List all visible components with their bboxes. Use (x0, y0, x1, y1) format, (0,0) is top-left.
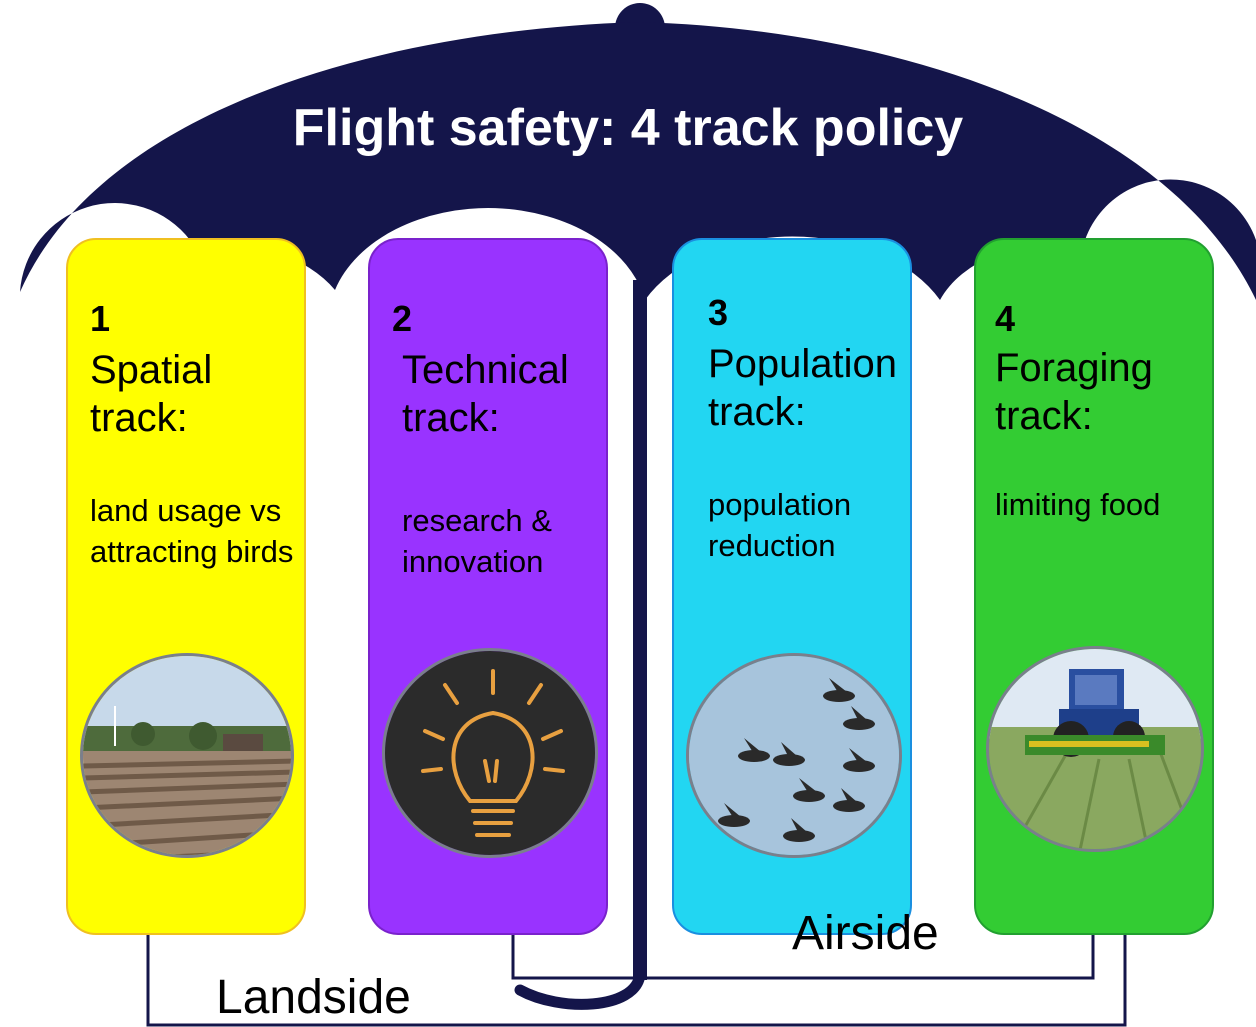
track-heading: Foraging track: (995, 346, 1153, 438)
flying-geese-photo (686, 653, 902, 858)
track-heading: Technical track: (402, 348, 569, 440)
track-description: research & innovation (402, 503, 552, 579)
diagram-title: Flight safety: 4 track policy (292, 99, 964, 157)
track-card-technical: 2 Technical track: research & innovation (368, 238, 608, 935)
airside-label: Airside (792, 907, 939, 960)
track-heading: Spatial track: (90, 348, 213, 440)
track-card-spatial: 1 Spatial track: land usage vs attractin… (66, 238, 306, 935)
track-description: limiting food (995, 487, 1161, 522)
track-description: land usage vs attracting birds (90, 493, 294, 569)
landside-label: Landside (216, 971, 411, 1024)
track-card-foraging: 4 Foraging track: limiting food (974, 238, 1214, 935)
track-number: 2 (392, 298, 413, 339)
ploughed-field-photo (80, 653, 294, 858)
tractor-mowing-photo (986, 646, 1204, 852)
track-heading: Population track: (708, 342, 898, 434)
track-description: population reduction (708, 487, 852, 563)
lightbulb-drawing-photo (382, 648, 598, 858)
track-number: 4 (995, 298, 1016, 339)
track-number: 3 (708, 292, 729, 333)
track-card-population: 3 Population track: population reduction (672, 238, 912, 935)
track-number: 1 (90, 298, 111, 339)
